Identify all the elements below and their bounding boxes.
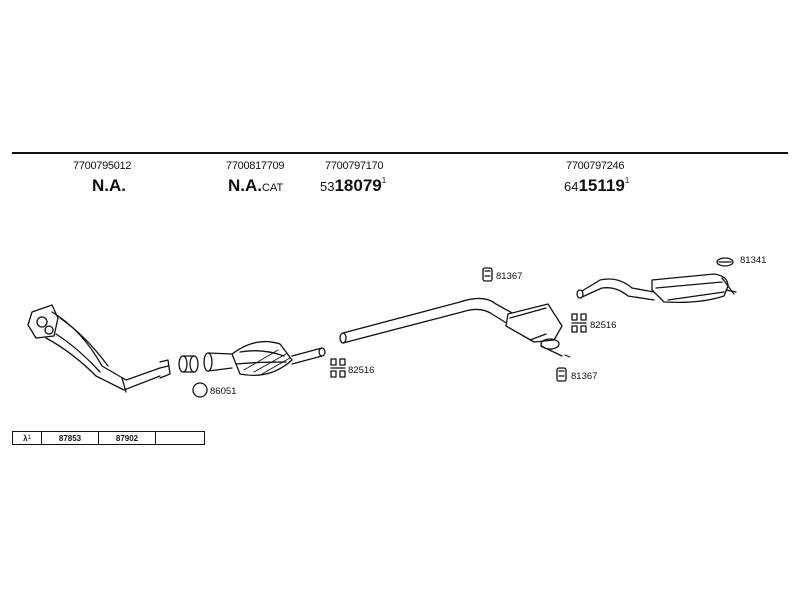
header-rule (12, 152, 788, 154)
part-number-rear-silencer: 7700797246 (566, 160, 625, 172)
flange-part (178, 355, 199, 373)
code-middle-prefix: 53 (320, 179, 335, 194)
catalyst-part (203, 340, 326, 377)
hanger-rear (571, 313, 587, 333)
legend-cell-3 (156, 432, 204, 444)
part-number-downpipe: 7700795012 (73, 160, 132, 172)
lambda-symbol: λ (23, 433, 28, 443)
clamp-upper (482, 267, 493, 282)
part-number-middle-pipe: 7700797170 (325, 160, 384, 172)
clamp-lower (556, 367, 567, 382)
callout-clamp-lower: 81367 (571, 371, 598, 382)
part-number-catalyst: 7700817709 (226, 160, 285, 172)
hanger-front (330, 358, 346, 378)
legend-cell-2: 87902 (99, 432, 156, 444)
code-middle-sup: 1 (381, 176, 387, 185)
middle-pipe-part (339, 297, 571, 358)
code-rear-sup: 1 (624, 176, 630, 185)
downpipe-part (27, 304, 171, 393)
rear-silencer-part (576, 273, 737, 304)
legend-cell-1: 87853 (42, 432, 99, 444)
callout-clamp-upper: 81367 (496, 271, 523, 282)
callout-hanger-front: 82516 (348, 365, 375, 376)
callout-rear-mount: 81341 (740, 255, 767, 266)
code-rear-silencer: 64151191 (564, 176, 630, 195)
code-rear-prefix: 64 (564, 179, 579, 194)
lambda-sup: 1 (27, 435, 31, 441)
rear-mount (716, 257, 734, 267)
code-downpipe: N.A. (92, 176, 126, 195)
callout-hanger-rear: 82516 (590, 320, 617, 331)
code-catalyst-suffix: CAT (262, 182, 284, 194)
code-catalyst: N.A.CAT (228, 176, 284, 195)
callout-gasket: 86051 (210, 386, 237, 397)
code-middle-pipe: 53180791 (320, 176, 387, 195)
gasket-ring (192, 382, 208, 398)
